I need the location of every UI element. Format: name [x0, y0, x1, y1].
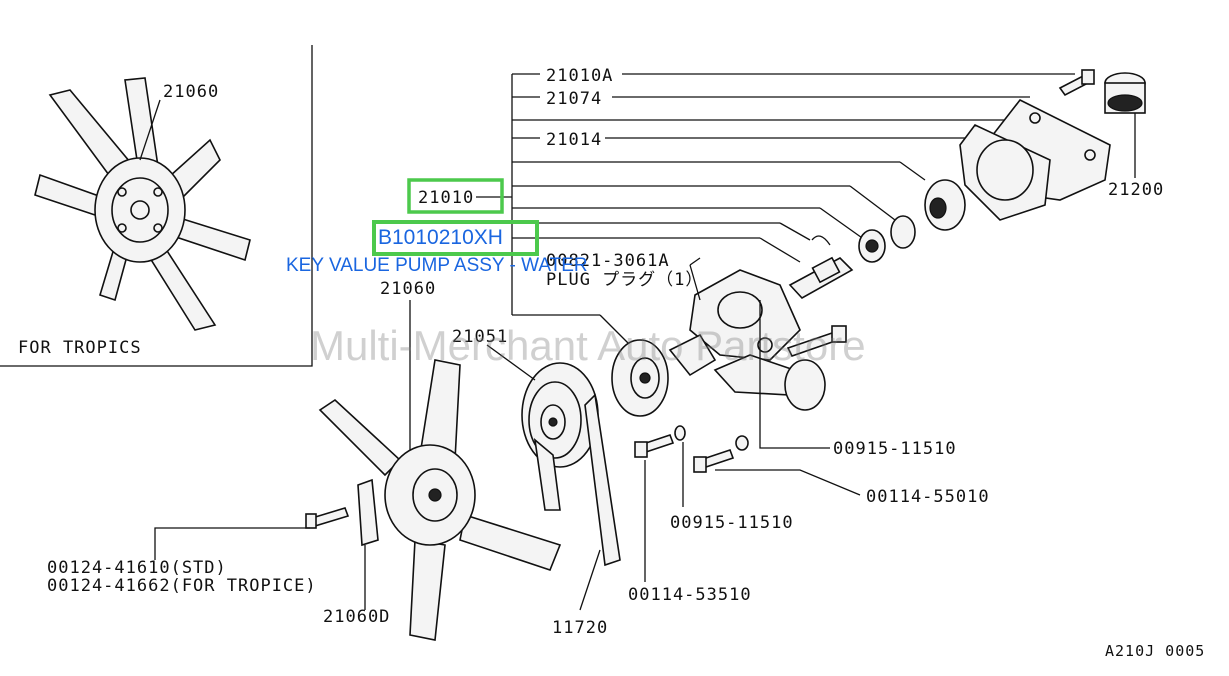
label-11720: 11720 [552, 618, 608, 638]
label-00114-53510: 00114-53510 [628, 585, 752, 605]
label-diagram-id: A210J 0005 [1105, 642, 1205, 660]
leader-21051 [486, 344, 536, 381]
label-21200: 21200 [1108, 180, 1164, 200]
label-for-tropics: FOR TROPICS [18, 338, 142, 358]
fan-belt-11720 [533, 393, 621, 611]
label-21051: 21051 [452, 327, 508, 347]
fan-bolt-00124 [154, 507, 350, 560]
label-21074: 21074 [546, 89, 602, 109]
impeller-assembly [811, 179, 966, 263]
main-fan-illustration [318, 359, 562, 641]
label-tropics-fan: 21060 [163, 82, 219, 102]
inset-border [0, 45, 313, 367]
thermostat-21200 [1104, 72, 1146, 178]
label-plug-name: PLUG プラグ（1） [546, 270, 703, 290]
leader-tropics-fan [139, 99, 161, 161]
pump-hub-flange [611, 339, 669, 417]
label-21010: 21010 [418, 188, 474, 208]
reference-bracket [476, 73, 1075, 346]
highlight-21010 [407, 178, 504, 214]
bolt-21010a [1058, 69, 1095, 97]
label-00114-55010: 00114-55010 [866, 487, 990, 507]
bolt-00114-53510 [634, 425, 686, 582]
tropics-inset: 21060 FOR TROPICS [0, 45, 313, 367]
label-00915-lower: 00915-11510 [670, 513, 794, 533]
label-main-fan: 21060 [380, 279, 436, 299]
label-00124-std: 00124-41610(STD) [47, 558, 227, 578]
key-value-link[interactable]: KEY VALUE PUMP ASSY - WATER [286, 255, 588, 276]
label-21010a: 21010A [546, 66, 613, 86]
bolt-pump-side [786, 325, 847, 357]
label-21060d: 21060D [323, 607, 390, 627]
label-00915-upper: 00915-11510 [833, 439, 957, 459]
fan-spacer-21060d [357, 478, 379, 610]
bolt-00114-55010 [693, 300, 861, 496]
label-21014: 21014 [546, 130, 602, 150]
pump-cover-gasket [959, 98, 1111, 221]
pump-body-21010 [668, 257, 826, 411]
shaft-bearing [788, 256, 854, 300]
highlight-selected-part [372, 220, 539, 256]
label-00124-tropice: 00124-41662(FOR TROPICE) [47, 576, 317, 596]
tropics-fan-illustration [34, 77, 251, 331]
label-plug-code: 00821-3061A [546, 251, 670, 271]
pulley-21051 [521, 362, 599, 468]
selected-part-number[interactable]: B1010210XH [378, 226, 503, 249]
